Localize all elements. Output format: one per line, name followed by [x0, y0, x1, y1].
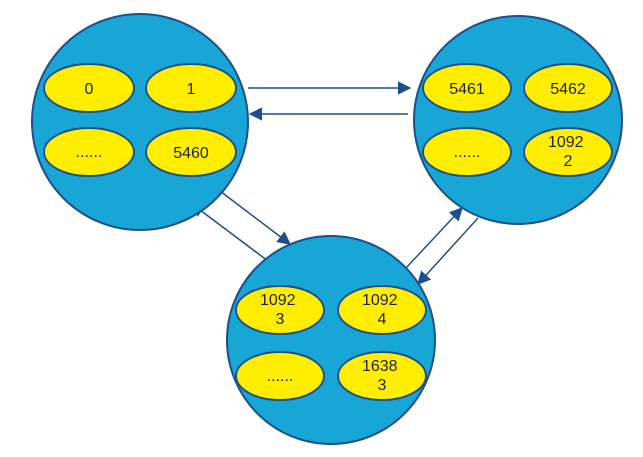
- slot-label-line-1: 1092: [260, 292, 296, 309]
- slot-node-1-b: 1: [145, 63, 237, 113]
- slot-label-line-1: ......: [454, 144, 481, 161]
- slot-node-2-c: ......: [422, 127, 512, 177]
- svg-text:5462: 5462: [550, 81, 586, 98]
- slot-node-3-b: 1092 4: [337, 285, 427, 335]
- slot-ellipse: [337, 351, 427, 401]
- slot-label-line-2: 4: [378, 311, 387, 328]
- svg-text:1092 2: 1092 2: [548, 134, 588, 170]
- node-3: 1092 3 1092 4 ...... 1638 3: [226, 235, 436, 445]
- slot-node-1-c: ......: [43, 127, 135, 177]
- svg-text:......: ......: [267, 368, 294, 385]
- slot-label-line-1: 5462: [550, 81, 586, 98]
- link-node-3-to-node-1: [190, 203, 273, 265]
- svg-text:5461: 5461: [449, 81, 485, 98]
- slot-label-line-1: ......: [76, 144, 103, 161]
- slot-ellipse: [235, 351, 325, 401]
- slot-node-3-c: ......: [235, 351, 325, 401]
- slot-label-line-1: ......: [267, 368, 294, 385]
- slot-label-line-1: 1638: [362, 358, 398, 375]
- slot-node-2-a: 5461: [422, 63, 512, 113]
- node-1: 0 1 ...... 5460: [31, 13, 249, 231]
- link-node-1-to-node-3: [215, 187, 292, 245]
- slot-label-line-2: 3: [378, 377, 387, 394]
- slot-label-line-1: 1092: [362, 292, 398, 309]
- slot-node-2-b: 5462: [523, 63, 613, 113]
- slot-node-3-a: 1092 3: [235, 285, 325, 335]
- slot-label-line-1: 5460: [173, 145, 209, 162]
- links: [190, 81, 479, 285]
- link-node-3-to-node-2: [405, 207, 463, 269]
- slot-ellipse: [43, 63, 135, 113]
- slot-ellipse: [337, 285, 427, 335]
- svg-text:5460: 5460: [173, 145, 209, 162]
- slot-label-line-2: 3: [276, 311, 285, 328]
- svg-text:......: ......: [454, 144, 481, 161]
- slot-label-line-2: 2: [564, 153, 573, 170]
- svg-text:1638 3: 1638 3: [362, 358, 402, 394]
- slot-label-line-1: 1092: [548, 134, 584, 151]
- svg-text:1092 3: 1092 3: [260, 292, 300, 328]
- slot-ellipse: [235, 285, 325, 335]
- slot-node-1-a: 0: [43, 63, 135, 113]
- svg-text:1: 1: [187, 81, 196, 98]
- slot-node-1-d: 5460: [145, 127, 237, 177]
- slot-ellipse: [422, 127, 512, 177]
- slot-label-line-1: 0: [85, 81, 94, 98]
- svg-text:......: ......: [76, 144, 103, 161]
- slot-node-2-d: 1092 2: [523, 127, 613, 177]
- slot-node-3-d: 1638 3: [337, 351, 427, 401]
- svg-text:1092 4: 1092 4: [362, 292, 402, 328]
- node-3-circle: [226, 235, 436, 445]
- node-2: 5461 5462 ...... 1092 2: [413, 15, 623, 225]
- slot-label-line-1: 1: [187, 81, 196, 98]
- slot-ellipse: [145, 127, 237, 177]
- link-node-2-to-node-3: [417, 217, 479, 285]
- slot-ellipse: [523, 127, 613, 177]
- slot-ellipse: [523, 63, 613, 113]
- node-1-circle: [31, 13, 249, 231]
- node-2-circle: [413, 15, 623, 225]
- slot-label-line-1: 5461: [449, 81, 485, 98]
- svg-text:0: 0: [85, 81, 94, 98]
- slot-ellipse: [145, 63, 237, 113]
- slot-ellipse: [422, 63, 512, 113]
- slot-ellipse: [43, 127, 135, 177]
